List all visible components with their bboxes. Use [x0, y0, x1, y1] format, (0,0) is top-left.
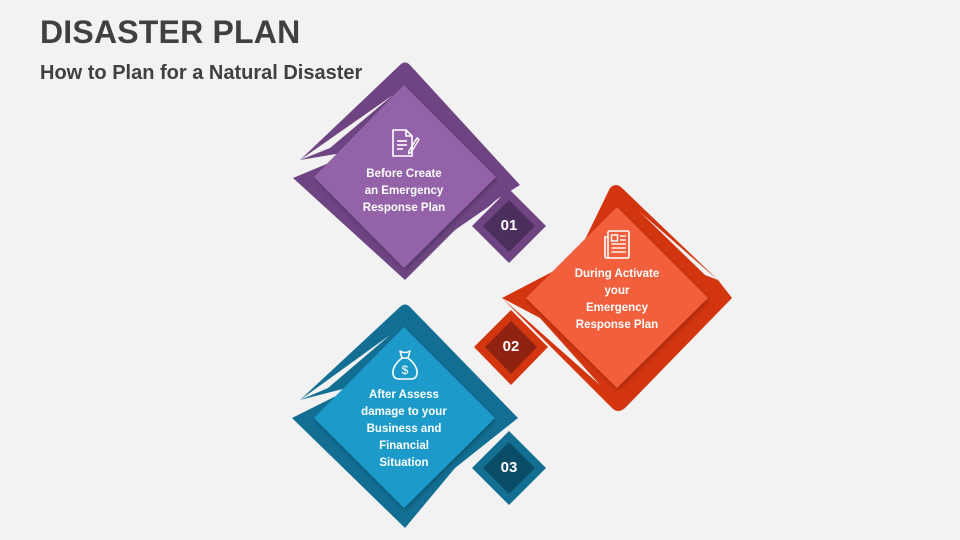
step-2-line: Response Plan	[575, 319, 659, 331]
newspaper-icon	[604, 230, 630, 259]
step-3-line: damage to your	[361, 406, 447, 418]
step-3-line: After Assess	[369, 389, 439, 401]
step-3-badge	[472, 431, 546, 505]
step-3-line: Situation	[379, 457, 429, 469]
page-subtitle: How to Plan for a Natural Disaster	[40, 62, 363, 84]
step-2-shape	[502, 185, 732, 411]
step-1-line: Before Create	[366, 168, 442, 180]
document-edit-icon	[392, 129, 420, 157]
step-2-line: Emergency	[585, 302, 648, 314]
step-3-text: After Assess damage to your Business and…	[344, 387, 464, 472]
step-2-text: During Activate your Emergency Response …	[557, 266, 677, 334]
step-1-line: Response Plan	[362, 202, 446, 214]
step-1-badge	[472, 189, 546, 263]
step-2-badge	[474, 310, 548, 385]
step-3-line: Business and	[366, 423, 442, 435]
step-2-line: your	[604, 285, 630, 297]
step-3-number: 03	[500, 459, 518, 476]
step-3-shape	[292, 304, 518, 528]
step-1-shape	[293, 62, 520, 280]
money-bag-icon: $	[392, 350, 418, 380]
step-1-number: 01	[500, 217, 518, 234]
step-2-number: 02	[502, 338, 520, 355]
step-2-line: During Activate	[574, 268, 660, 280]
step-3-line: Financial	[379, 440, 429, 452]
step-1-text: Before Create an Emergency Response Plan	[344, 166, 464, 217]
page-title: DISASTER PLAN	[40, 14, 301, 50]
svg-text:$: $	[402, 363, 409, 377]
step-1-line: an Emergency	[364, 185, 444, 197]
